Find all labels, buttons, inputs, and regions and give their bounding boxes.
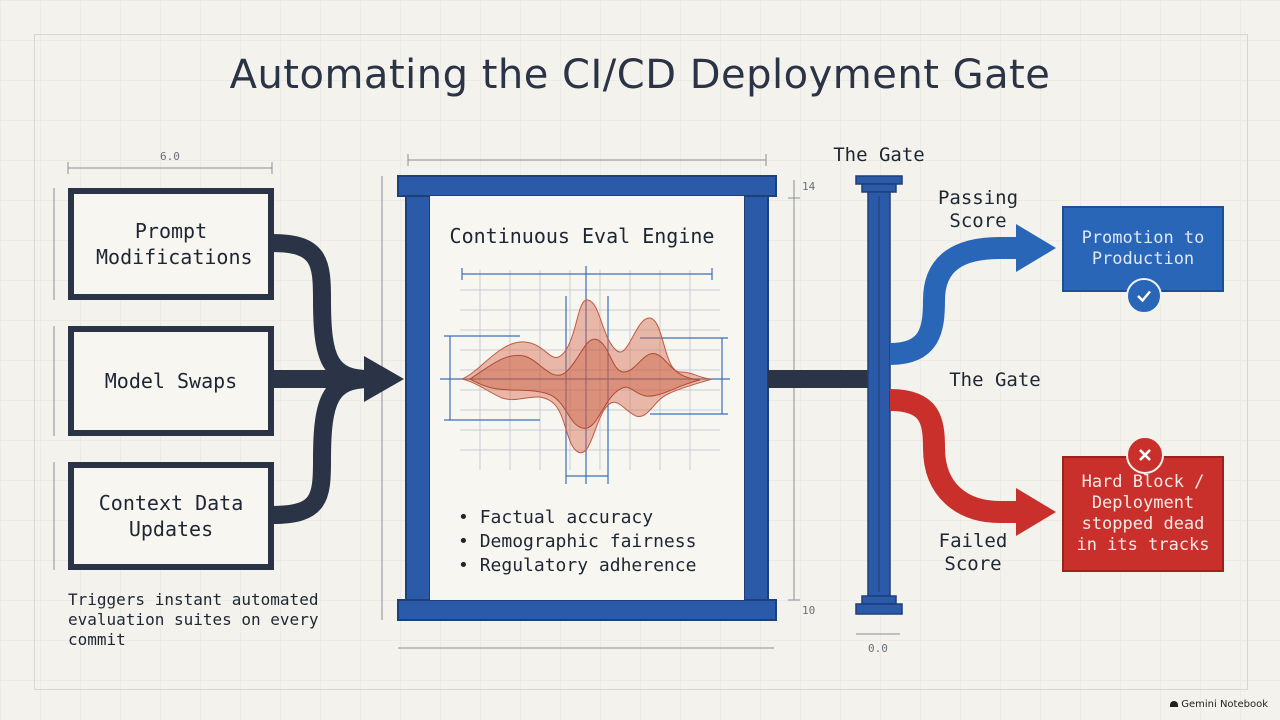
promotion-box: Promotion to Production — [1062, 206, 1224, 292]
fail-arrow — [889, 389, 1022, 523]
dimension-label: 14 — [802, 180, 816, 193]
dimension-label: 10 — [802, 604, 816, 617]
input-connectors — [271, 234, 371, 524]
gate-label-mid: The Gate — [949, 369, 1041, 391]
engine-title: Continuous Eval Engine — [449, 224, 715, 248]
dimension-label: 6.0 — [160, 150, 180, 163]
engine-gate-connector — [768, 370, 868, 388]
inputs-note: Triggers instant automated evaluation su… — [68, 590, 319, 649]
passing-score-label: Passing Score — [937, 187, 1019, 232]
input-label: Prompt Modifications — [96, 219, 253, 269]
wave-guides — [440, 266, 730, 484]
dimension-label: 0.0 — [868, 642, 888, 655]
dimension-lines — [53, 154, 900, 649]
input-label: Context Data Updates — [98, 491, 244, 541]
pass-arrow — [889, 237, 1022, 365]
check-icon — [1126, 278, 1162, 314]
engine-bullets: Factual accuracy Demographic fairness Re… — [458, 506, 697, 578]
input-box-prompt: Prompt Modifications — [68, 188, 274, 300]
bullet-item: Demographic fairness — [458, 530, 697, 554]
notebook-icon — [1170, 701, 1179, 707]
merge-arrowhead — [364, 356, 404, 402]
promotion-label: Promotion to Production — [1081, 228, 1205, 269]
gate-label-top: The Gate — [833, 144, 925, 166]
close-icon — [1126, 436, 1164, 474]
hard-block-label: Hard Block / Deployment stopped dead in … — [1076, 472, 1210, 555]
footer-text: Gemini Notebook — [1181, 699, 1268, 710]
fail-arrowhead — [1016, 488, 1056, 536]
input-box-context: Context Data Updates — [68, 462, 274, 570]
bullet-item: Regulatory adherence — [458, 554, 697, 578]
pass-arrowhead — [1016, 224, 1056, 272]
input-label: Model Swaps — [104, 369, 238, 393]
blueprint-frame — [34, 34, 1248, 690]
footer-brand: Gemini Notebook — [1170, 699, 1268, 710]
input-box-model: Model Swaps — [68, 326, 274, 436]
hard-block-box: Hard Block / Deployment stopped dead in … — [1062, 456, 1224, 572]
bullet-item: Factual accuracy — [458, 506, 696, 530]
wave-grid — [460, 270, 720, 470]
gate-column — [855, 175, 903, 615]
failed-score-label: Failed Score — [938, 530, 1008, 575]
eval-waveform — [460, 299, 713, 454]
page-title: Automating the CI/CD Deployment Gate — [229, 52, 1051, 98]
